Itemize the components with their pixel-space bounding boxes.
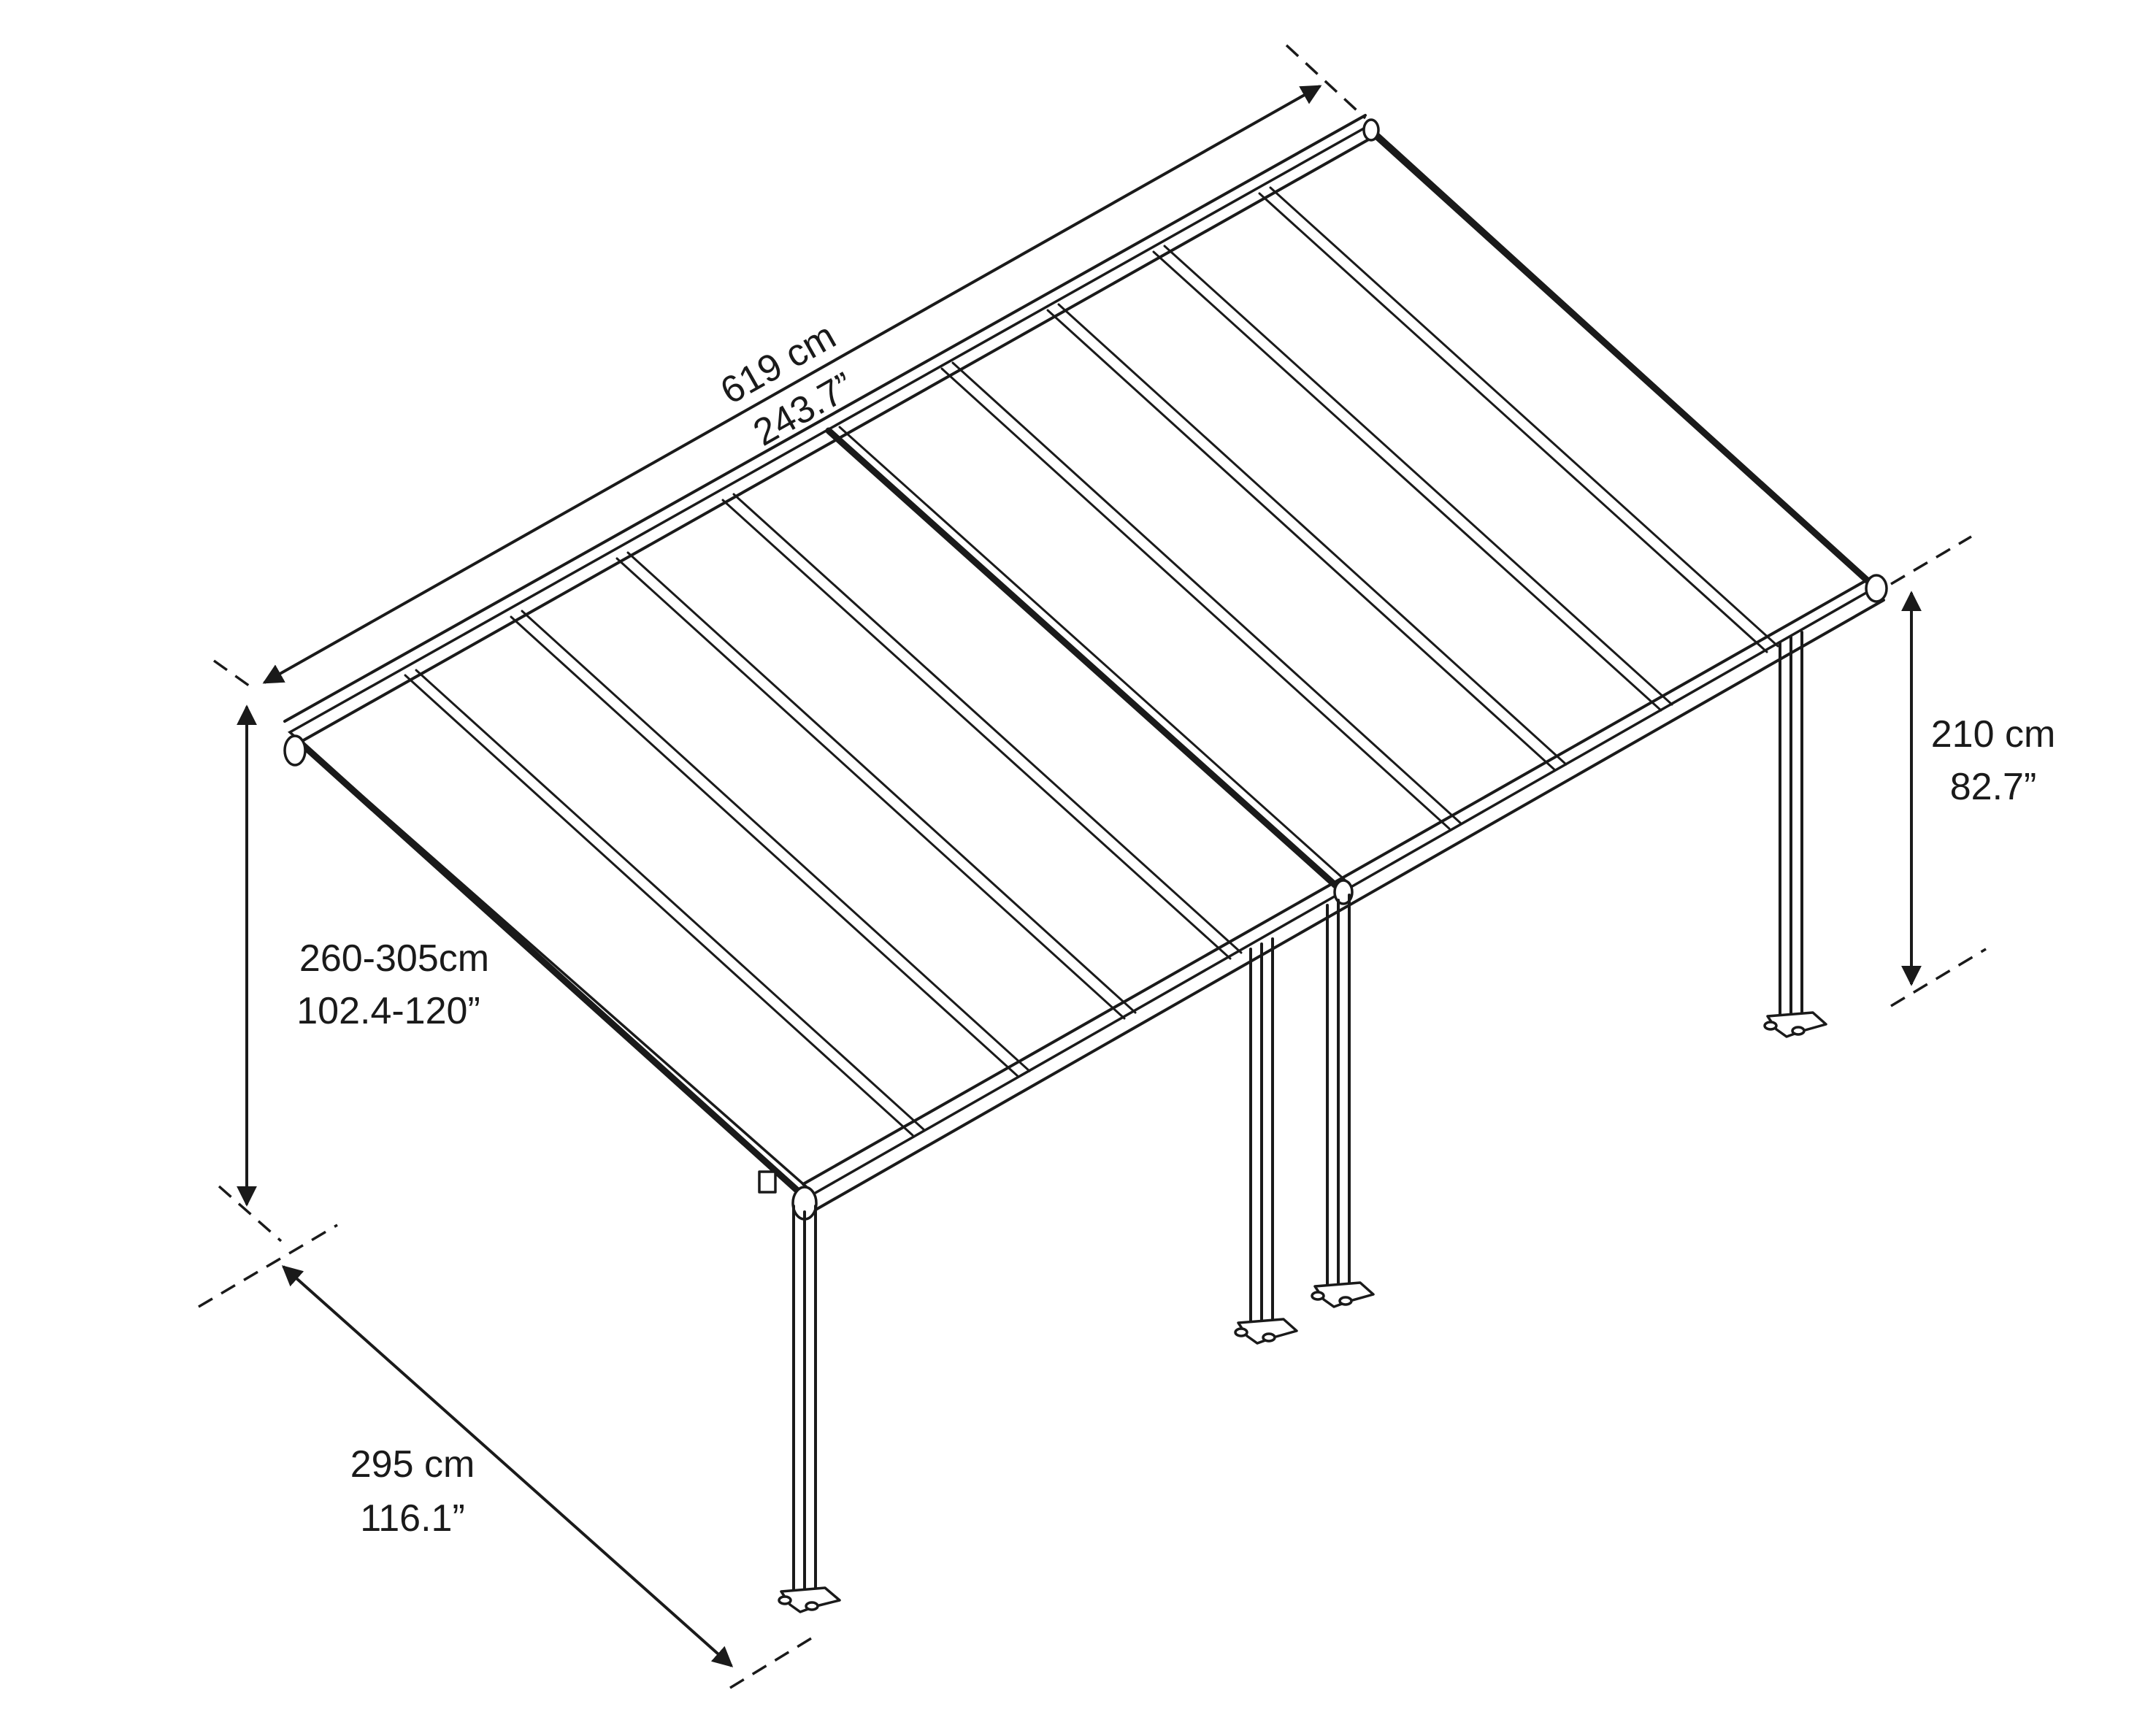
roof <box>283 114 1888 1221</box>
length-arrow <box>262 85 1322 684</box>
right-edge-rafter <box>1367 128 1875 588</box>
posts <box>778 631 1827 1613</box>
depth-arrow <box>281 1265 734 1667</box>
depth-imperial: 116.1” <box>360 1497 465 1540</box>
post-middle-right <box>1311 894 1375 1308</box>
dimensions: 619 cm 243.7” 260-305cm 102.4-120” 210 c… <box>198 44 2056 1689</box>
wall-bracket <box>758 1170 777 1194</box>
right-rail-cap <box>1362 118 1380 142</box>
wall-height-metric: 260-305cm <box>299 937 489 980</box>
panel-dividers-left <box>404 493 1243 1137</box>
front-height-dimension: 210 cm 82.7” <box>1890 535 2056 1007</box>
post-right <box>1763 631 1827 1038</box>
front-height-metric: 210 cm <box>1931 713 2056 756</box>
post-left <box>778 1205 841 1613</box>
depth-dimension: 295 cm 116.1” <box>198 1224 817 1689</box>
post-middle-left <box>1234 937 1298 1345</box>
front-right-cap <box>1865 574 1888 603</box>
depth-metric: 295 cm <box>350 1443 475 1486</box>
front-height-imperial: 82.7” <box>1950 766 2037 808</box>
wall-height-imperial: 102.4-120” <box>296 990 480 1032</box>
left-edge-rafter <box>297 740 813 1205</box>
wall-height-dimension: 260-305cm 102.4-120” <box>218 704 489 1243</box>
left-rail-cap <box>283 734 307 767</box>
